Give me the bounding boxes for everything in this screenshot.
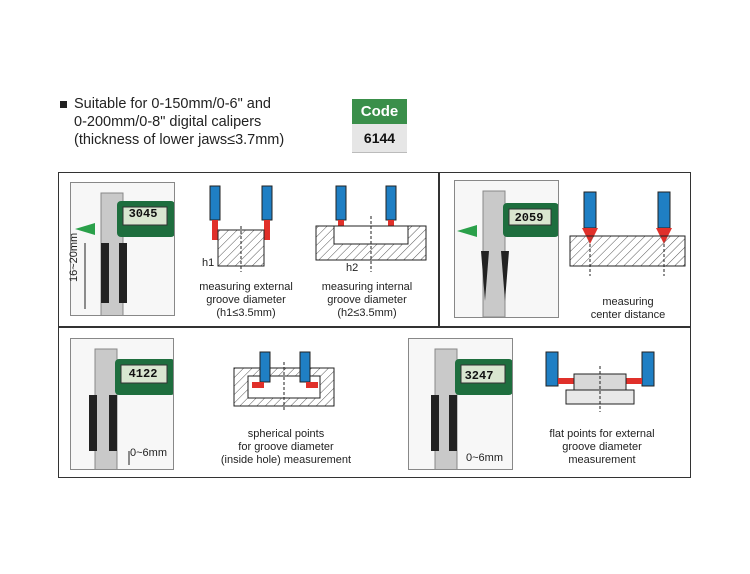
caliper-illustration [431,348,512,469]
diagram-frame [58,172,691,478]
caliper-display-readout: 4122 [128,367,158,381]
caliper-display-readout: 3247 [464,369,494,383]
caliper-illustration [89,348,173,469]
code-header: Code [352,99,407,124]
caliper-illustration [457,190,558,317]
external-groove-caption: measuring external groove diameter (h1≤3… [199,281,293,319]
caliper-photo-center [454,180,559,318]
spherical-points-caption: spherical points for groove diameter (in… [220,428,352,466]
h1-label: h1 [202,257,215,269]
h2-label: h2 [346,262,359,274]
frame-divider-vertical [438,172,440,326]
center-distance-diagram [569,191,686,276]
bullet-icon [60,101,67,108]
range-label: 0~6mm [466,452,503,464]
center-distance-caption: measuring center distance [590,296,666,321]
spherical-points-diagram [233,351,335,412]
height-range-label: 16~20mm [68,232,80,282]
flat-points-diagram [545,351,655,412]
caliper-illustration [75,192,174,315]
caliper-display-readout: 2059 [514,211,544,225]
code-value: 6144 [352,124,407,153]
intro-line-1: Suitable for 0-150mm/0-6" and [74,96,271,112]
caliper-display-readout: 3045 [128,207,158,221]
internal-groove-diagram [315,185,427,272]
internal-groove-caption: measuring internal groove diameter (h2≤3… [321,281,413,319]
caliper-photo-groove [70,182,175,316]
flat-points-caption: flat points for external groove diameter… [549,428,655,466]
frame-divider-horizontal [58,326,691,328]
external-groove-diagram [209,185,273,272]
range-label: 0~6mm [130,447,167,459]
caliper-photo-spherical [70,338,174,470]
caliper-photo-flat [408,338,513,470]
intro-line-2: 0-200mm/0-8" digital calipers [74,114,262,130]
intro-line-3: (thickness of lower jaws≤3.7mm) [74,132,285,148]
